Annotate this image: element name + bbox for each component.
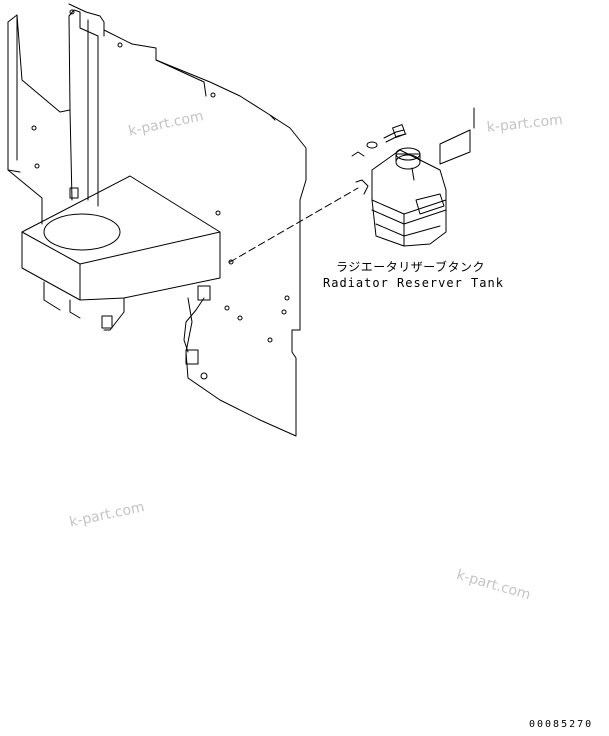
hose-line — [183, 297, 205, 353]
mounting-plate — [103, 29, 307, 437]
duct-shroud — [21, 175, 221, 331]
mounting-bracket — [7, 3, 105, 225]
label-leader — [439, 107, 475, 165]
drawing-number: 00085270 — [529, 719, 594, 730]
radiator-reserve-tank — [351, 147, 447, 247]
part-label-japanese: ラジエータリザーブタンク — [336, 260, 486, 274]
clip-blocks — [69, 187, 211, 365]
bolt — [366, 124, 407, 149]
part-label-english: Radiator Reserver Tank — [323, 276, 504, 290]
mounting-guide-line — [229, 187, 359, 263]
